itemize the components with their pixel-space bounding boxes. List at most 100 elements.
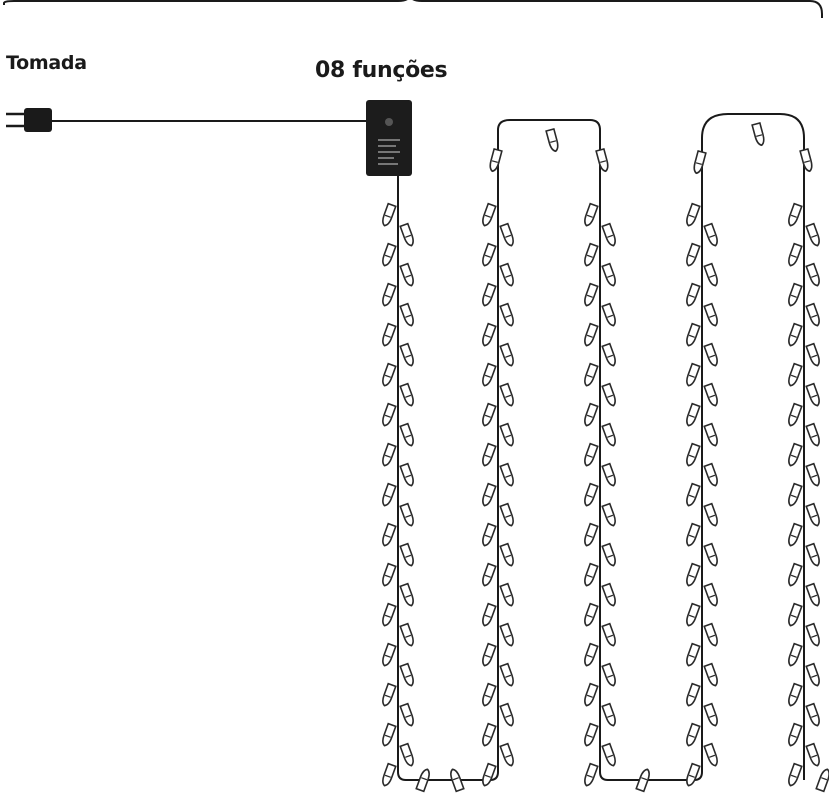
led-bulb-icon bbox=[584, 202, 599, 227]
led-bulb-icon bbox=[788, 482, 803, 507]
led-bulb-icon bbox=[499, 582, 514, 607]
led-bulb-icon bbox=[805, 542, 820, 567]
led-bulb-icon bbox=[601, 542, 616, 567]
led-bulb-icon bbox=[482, 722, 497, 747]
led-bulb-icon bbox=[584, 522, 599, 547]
led-bulb-icon bbox=[686, 562, 701, 587]
led-bulb-icon bbox=[399, 582, 414, 607]
led-bulb-icon bbox=[584, 602, 599, 627]
led-bulb-icon bbox=[703, 742, 718, 767]
led-bulb-icon bbox=[499, 342, 514, 367]
controller-box-icon bbox=[366, 100, 412, 176]
led-bulb-icon bbox=[788, 602, 803, 627]
led-bulb-icon bbox=[499, 382, 514, 407]
led-bulb-icon bbox=[399, 702, 414, 727]
led-bulb-icon bbox=[601, 382, 616, 407]
led-bulb-icon bbox=[399, 502, 414, 527]
led-bulb-icon bbox=[499, 742, 514, 767]
led-bulb-icon bbox=[482, 322, 497, 347]
led-bulb-icon bbox=[399, 742, 414, 767]
led-bulb-icon bbox=[805, 262, 820, 287]
plug-icon bbox=[6, 108, 52, 132]
led-bulb-icon bbox=[482, 562, 497, 587]
led-bulb-icon bbox=[686, 722, 701, 747]
led-bulb-icon bbox=[635, 768, 650, 793]
led-bulb-icon bbox=[805, 582, 820, 607]
led-bulb-icon bbox=[805, 662, 820, 687]
led-bulb-icon bbox=[788, 362, 803, 387]
led-bulb-icon bbox=[703, 382, 718, 407]
led-bulb-icon bbox=[703, 662, 718, 687]
led-bulb-icon bbox=[584, 682, 599, 707]
led-bulb-icon bbox=[584, 442, 599, 467]
led-bulb-icon bbox=[805, 302, 820, 327]
led-bulb-icon bbox=[693, 149, 707, 175]
led-bulbs bbox=[382, 121, 829, 793]
led-bulb-icon bbox=[686, 202, 701, 227]
led-bulb-icon bbox=[703, 502, 718, 527]
length-bracket bbox=[3, 0, 823, 18]
led-bulb-icon bbox=[703, 262, 718, 287]
light-string-wire bbox=[397, 113, 805, 781]
led-bulb-icon bbox=[703, 302, 718, 327]
led-bulb-icon bbox=[686, 242, 701, 267]
led-bulb-icon bbox=[703, 462, 718, 487]
led-bulb-icon bbox=[482, 682, 497, 707]
led-bulb-icon bbox=[482, 362, 497, 387]
led-bulb-icon bbox=[482, 242, 497, 267]
led-bulb-icon bbox=[382, 562, 397, 587]
led-bulb-icon bbox=[805, 342, 820, 367]
led-bulb-icon bbox=[805, 702, 820, 727]
led-bulb-icon bbox=[601, 502, 616, 527]
led-bulb-icon bbox=[805, 462, 820, 487]
led-bulb-icon bbox=[382, 402, 397, 427]
led-bulb-icon bbox=[584, 282, 599, 307]
led-bulb-icon bbox=[788, 522, 803, 547]
led-bulb-icon bbox=[805, 622, 820, 647]
led-bulb-icon bbox=[584, 482, 599, 507]
led-bulb-icon bbox=[499, 302, 514, 327]
led-bulb-icon bbox=[601, 702, 616, 727]
led-bulb-icon bbox=[482, 522, 497, 547]
led-bulb-icon bbox=[686, 762, 701, 787]
led-bulb-icon bbox=[499, 662, 514, 687]
led-bulb-icon bbox=[482, 642, 497, 667]
led-bulb-icon bbox=[601, 342, 616, 367]
led-bulb-icon bbox=[805, 422, 820, 447]
led-bulb-icon bbox=[686, 362, 701, 387]
led-bulb-icon bbox=[601, 302, 616, 327]
led-bulb-icon bbox=[499, 622, 514, 647]
led-bulb-icon bbox=[601, 582, 616, 607]
led-bulb-icon bbox=[399, 222, 414, 247]
led-bulb-icon bbox=[805, 502, 820, 527]
led-bulb-icon bbox=[399, 302, 414, 327]
led-bulb-icon bbox=[382, 202, 397, 227]
led-bulb-icon bbox=[382, 602, 397, 627]
led-bulb-icon bbox=[499, 542, 514, 567]
led-bulb-icon bbox=[382, 362, 397, 387]
led-bulb-icon bbox=[499, 262, 514, 287]
led-bulb-icon bbox=[482, 282, 497, 307]
led-bulb-icon bbox=[399, 542, 414, 567]
led-bulb-icon bbox=[788, 442, 803, 467]
led-bulb-icon bbox=[703, 422, 718, 447]
led-bulb-icon bbox=[703, 222, 718, 247]
led-bulb-icon bbox=[482, 602, 497, 627]
led-bulb-icon bbox=[499, 422, 514, 447]
led-bulb-icon bbox=[601, 262, 616, 287]
led-bulb-icon bbox=[382, 522, 397, 547]
led-bulb-icon bbox=[482, 202, 497, 227]
led-bulb-icon bbox=[686, 642, 701, 667]
led-bulb-icon bbox=[686, 442, 701, 467]
led-bulb-icon bbox=[601, 462, 616, 487]
led-bulb-icon bbox=[805, 382, 820, 407]
led-bulb-icon bbox=[399, 422, 414, 447]
led-bulb-icon bbox=[499, 462, 514, 487]
led-bulb-icon bbox=[482, 762, 497, 787]
led-bulb-icon bbox=[799, 147, 813, 173]
led-bulb-icon bbox=[415, 768, 430, 793]
led-bulb-icon bbox=[482, 442, 497, 467]
led-bulb-icon bbox=[703, 342, 718, 367]
led-bulb-icon bbox=[805, 222, 820, 247]
